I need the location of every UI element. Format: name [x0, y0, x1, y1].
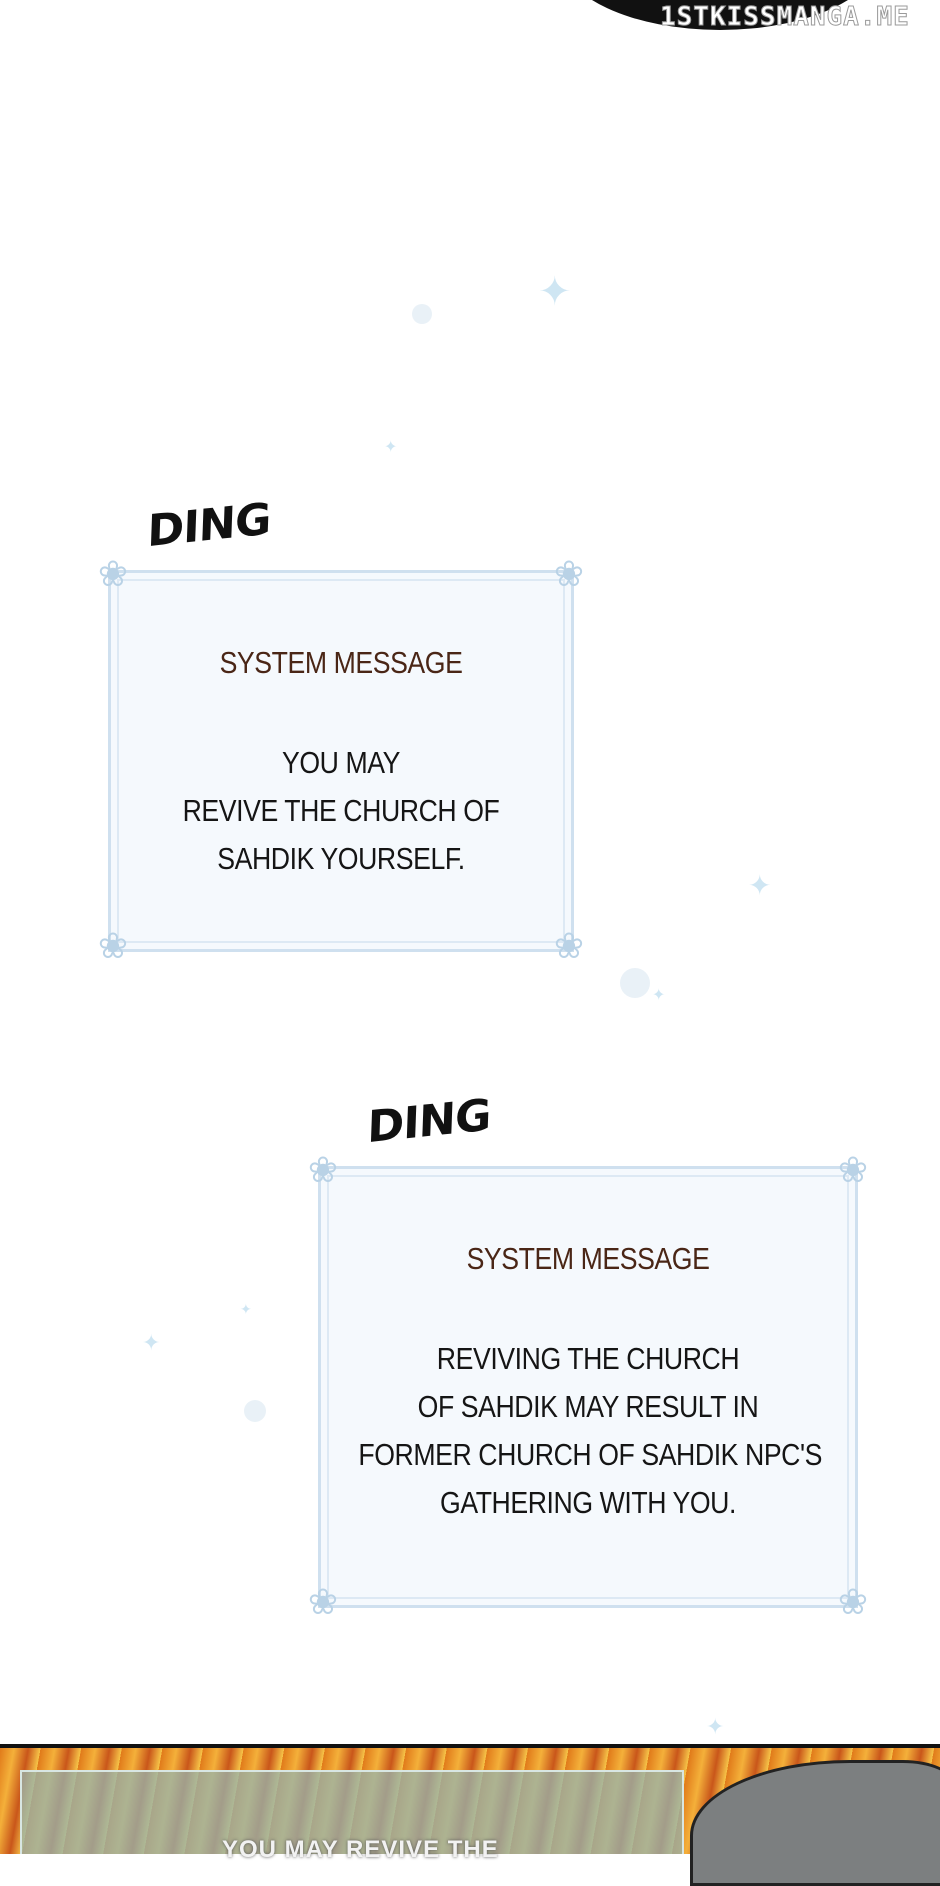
ornament-icon: ❀ [837, 1150, 869, 1191]
ornament-icon: ❀ [553, 554, 585, 595]
message-line: FORMER CHURCH OF SAHDIK NPC'S [358, 1437, 823, 1472]
message-line: SAHDIK YOURSELF. [217, 841, 465, 876]
ornament-icon: ❀ [837, 1582, 869, 1623]
ornament-icon: ❀ [307, 1582, 339, 1623]
ornament-icon: ❀ [307, 1150, 339, 1191]
sparkle-icon: ✦ [142, 1330, 161, 1355]
message-line: GATHERING WITH YOU. [440, 1485, 736, 1520]
sparkle-icon: ✦ [652, 987, 666, 1004]
sparkle-dot [244, 1400, 266, 1422]
message-line: REVIVE THE CHURCH OF [182, 793, 500, 828]
sparkle-icon: ✦ [240, 1301, 252, 1317]
next-panel-text: YOU MAY REVIVE THE [222, 1836, 499, 1863]
ornament-icon: ❀ [97, 554, 129, 595]
site-watermark: 1STKISSMANGA.ME [660, 2, 910, 32]
system-message-body: YOU MAY REVIVE THE CHURCH OF SAHDIK YOUR… [143, 739, 539, 883]
system-message-window: ❀ ❀ ❀ ❀ SYSTEM MESSAGE REVIVING THE CHUR… [308, 1151, 868, 1623]
sparkle-icon: ✦ [538, 270, 572, 314]
sparkle-icon: ✦ [748, 870, 772, 901]
sparkle-dot [620, 968, 650, 998]
ding-sfx: DING [146, 493, 272, 558]
sparkle-dot [412, 304, 432, 324]
message-line: YOU MAY [282, 745, 400, 780]
sparkle-icon: ✦ [384, 439, 398, 456]
ding-sfx: DING [366, 1089, 492, 1154]
ornament-icon: ❀ [553, 926, 585, 967]
system-message-title: SYSTEM MESSAGE [219, 645, 463, 680]
ornament-icon: ❀ [97, 926, 129, 967]
sparkle-icon: ✦ [706, 1714, 725, 1739]
message-line: REVIVING THE CHURCH [436, 1341, 740, 1376]
message-line: OF SAHDIK MAY RESULT IN [417, 1389, 759, 1424]
next-panel-message-box [20, 1770, 684, 1854]
system-message-title: SYSTEM MESSAGE [466, 1241, 710, 1276]
system-message-body: REVIVING THE CHURCH OF SAHDIK MAY RESULT… [358, 1335, 823, 1527]
system-message-window: ❀ ❀ ❀ ❀ SYSTEM MESSAGE YOU MAY REVIVE TH… [98, 555, 584, 967]
